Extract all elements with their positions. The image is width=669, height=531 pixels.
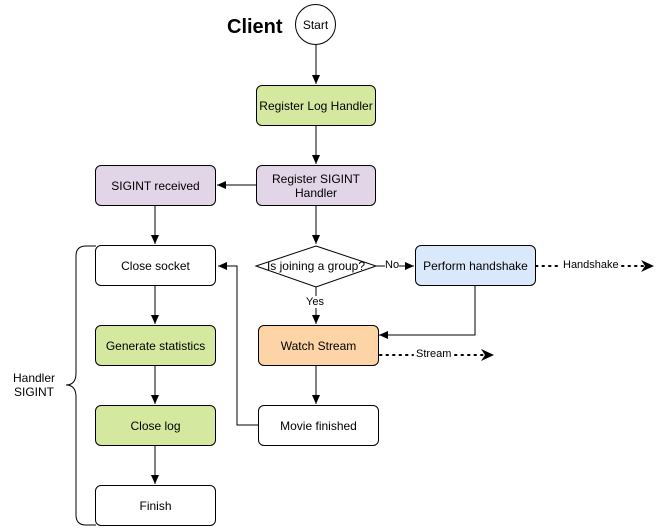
edge-label-no: No xyxy=(385,259,400,271)
decision-label: Is joining a group? xyxy=(266,259,366,273)
node-close-socket: Close socket xyxy=(95,245,216,286)
node-close-log: Close log xyxy=(95,405,216,446)
edge-label-handshake: Handshake xyxy=(563,259,619,271)
decision-diamond xyxy=(254,245,378,288)
node-register-log-handler: Register Log Handler xyxy=(256,85,376,126)
node-start: Start xyxy=(295,4,336,45)
edge-movie-finished-to-close-socket xyxy=(218,262,258,426)
node-finish: Finish xyxy=(95,485,216,526)
edge-label-yes: Yes xyxy=(306,296,324,308)
edge-handshake-to-watch-stream xyxy=(379,286,476,339)
handler-sigint-brace xyxy=(65,245,96,526)
edge-label-stream: Stream xyxy=(416,348,452,360)
node-register-sigint-handler: Register SIGINT Handler xyxy=(256,165,376,206)
node-perform-handshake: Perform handshake xyxy=(415,245,536,286)
node-generate-statistics: Generate statistics xyxy=(95,325,216,366)
node-movie-finished: Movie finished xyxy=(258,405,379,446)
node-sigint-received: SIGINT received xyxy=(95,165,216,206)
brace-label-handler-sigint: Handler SIGINT xyxy=(12,371,56,399)
node-watch-stream: Watch Stream xyxy=(258,325,379,366)
diagram-title: Client xyxy=(227,16,283,38)
